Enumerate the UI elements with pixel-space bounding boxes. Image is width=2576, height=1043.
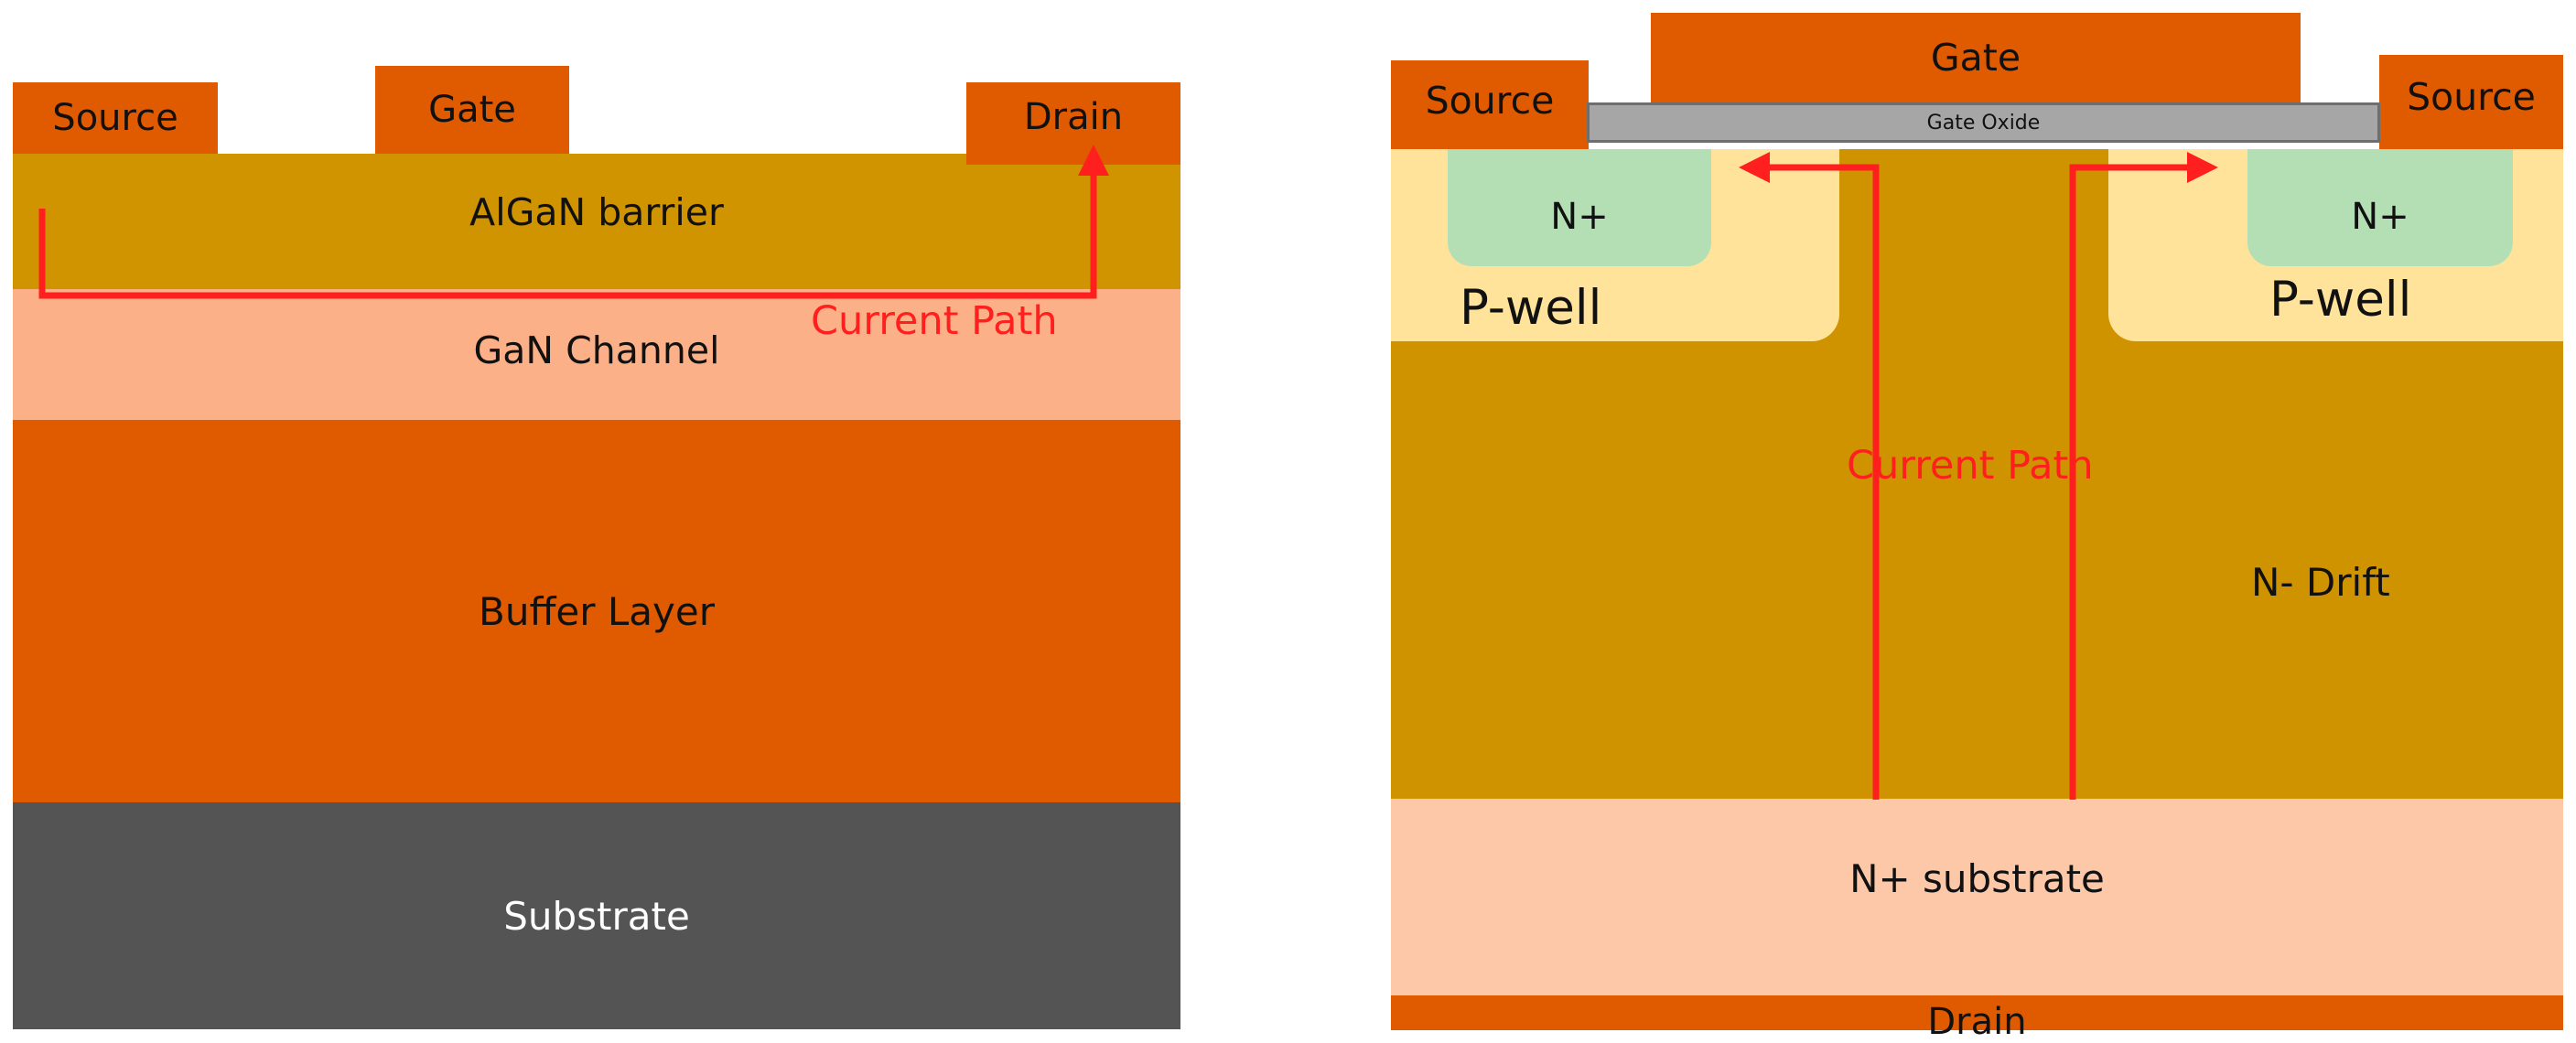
hemt-algan-barrier-layer: AlGaN barrier [13, 154, 1180, 289]
mosfet-drain-label: Drain [1927, 1001, 2027, 1043]
hemt-algan-barrier-label: AlGaN barrier [469, 190, 724, 234]
hemt-source-contact: Source [13, 82, 218, 154]
hemt-gate-label: Gate [428, 89, 516, 131]
mosfet-source-right-label: Source [2407, 74, 2536, 119]
mosfet-n-drift-label: N- Drift [2251, 560, 2390, 605]
hemt-source-label: Source [52, 97, 178, 139]
mosfet-source-right-contact: Source [2379, 55, 2563, 149]
mosfet-gate-oxide: Gate Oxide [1587, 102, 2380, 143]
mosfet-p-well-left-label: P-well [1460, 280, 1602, 336]
hemt-buffer-layer: Buffer Layer [13, 420, 1180, 802]
mosfet-n-substrate-label: N+ substrate [1849, 856, 2105, 901]
mosfet-source-left-label: Source [1425, 78, 1555, 123]
mosfet-p-well-right-label: P-well [2269, 272, 2412, 328]
mosfet-gate-contact: Gate [1651, 13, 2301, 102]
mosfet-gate-label: Gate [1930, 36, 2021, 80]
mosfet-source-left-contact: Source [1391, 60, 1589, 149]
hemt-drain-label: Drain [1023, 96, 1124, 138]
hemt-gan-channel-label: GaN Channel [473, 328, 720, 372]
hemt-gate-contact: Gate [375, 66, 569, 154]
mosfet-n-plus-left: N+ [1448, 149, 1711, 266]
mosfet-gate-oxide-label: Gate Oxide [1926, 111, 2041, 134]
mosfet-n-substrate-layer: N+ substrate [1391, 799, 2563, 995]
hemt-gan-channel-layer: GaN Channel [13, 289, 1180, 420]
mosfet-n-plus-left-label: N+ [1550, 196, 1609, 238]
mosfet-drain-contact: Drain [1391, 995, 2563, 1043]
hemt-current-path-label: Current Path [811, 298, 1058, 344]
hemt-substrate-layer: Substrate [13, 802, 1180, 1029]
mosfet-current-path-label: Current Path [1847, 443, 2094, 489]
mosfet-n-plus-right: N+ [2247, 149, 2513, 266]
hemt-buffer-layer-label: Buffer Layer [479, 588, 715, 634]
hemt-substrate-label: Substrate [503, 893, 690, 939]
hemt-drain-contact: Drain [966, 82, 1180, 165]
mosfet-n-plus-right-label: N+ [2351, 196, 2409, 238]
